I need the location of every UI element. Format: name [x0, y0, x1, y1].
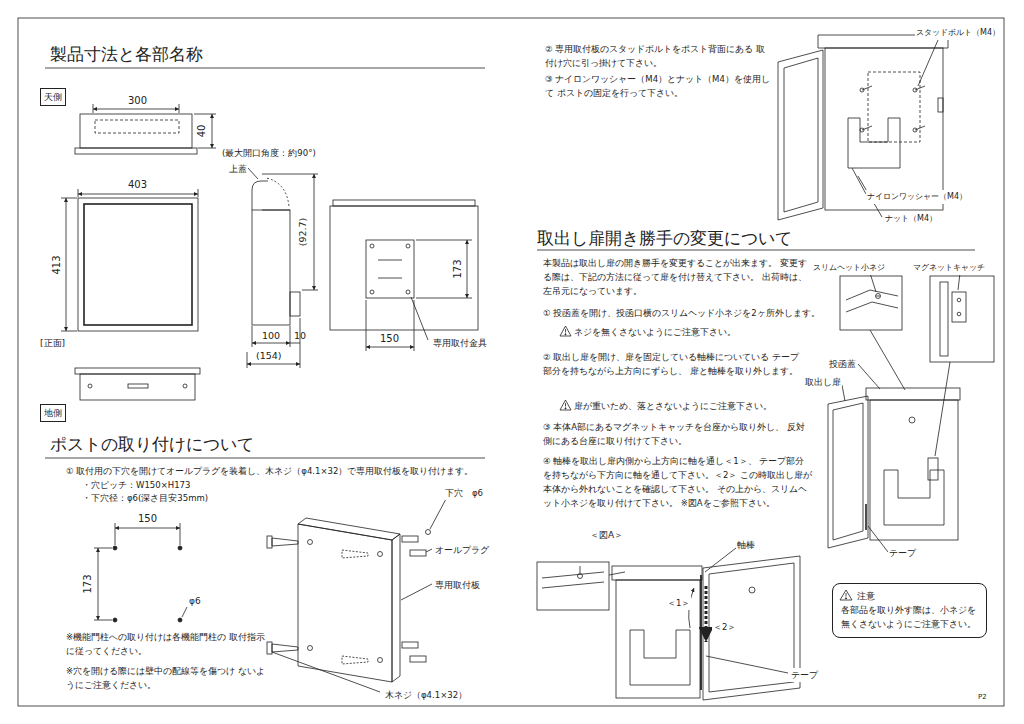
dimension: 300: [128, 94, 147, 108]
spec: ・穴ピッチ：W150×H173: [82, 478, 190, 492]
part-name: テープ: [888, 546, 917, 560]
caution-text: 各部品を取り外す際は、小ネジを 無くさないようにご注意下さい。: [841, 603, 978, 631]
dimension: φ6: [188, 594, 202, 608]
part-name: 専用取付板: [434, 578, 481, 592]
hole-pattern: [94, 523, 187, 622]
instruction: ② 専用取付板のスタッドボルトをポスト背面にある 取付け穴に引っ掛けて下さい。: [545, 42, 773, 70]
heading-rule: [45, 458, 485, 459]
instruction: ③ 本体A部にあるマグネットキャッチを台座から取り外し、 反対側にある台座に取り…: [543, 420, 805, 448]
caution-box: 注意各部品を取り外す際は、小ネジを 無くさないようにご注意下さい。: [832, 583, 987, 638]
part-name: ナイロンワッシャー（M4）: [866, 190, 968, 204]
warning: 扉が重いため、落とさないようにご注意下さい。: [574, 399, 772, 413]
instruction: ① 投函蓋を開け、投函口横のスリムヘッド小ネジを2ヶ所外します。: [543, 306, 820, 320]
view-label: [正面]: [40, 336, 65, 350]
section-heading: ポストの取り付けについて: [50, 434, 254, 455]
dimension: 403: [128, 178, 147, 192]
dimension: 150: [380, 332, 399, 346]
dimension: 100: [262, 329, 280, 343]
part-name: マグネットキャッチ: [912, 261, 986, 275]
bottom-view: [75, 368, 200, 400]
figure-label: ＜図A＞: [590, 528, 623, 542]
view-label-box: 天側: [40, 88, 66, 106]
heading-rule: [45, 68, 485, 69]
dimension: 40: [196, 125, 207, 138]
callout-number: ＜2＞: [712, 620, 737, 634]
warning: ネジを無くさないようにご注意下さい。: [574, 325, 736, 339]
heading-rule: [537, 250, 975, 251]
dimension: 150: [138, 512, 157, 526]
dimension: 173: [452, 259, 463, 278]
dimension: (154): [256, 349, 282, 363]
view-label: 天側: [44, 90, 62, 104]
note: (最大開口角度：約90°): [222, 146, 316, 160]
spec: ・下穴径：φ6(深さ目安35mm): [82, 491, 208, 505]
part-name: 軸棒: [736, 538, 756, 552]
part-name: テープ: [790, 668, 819, 682]
section-heading: 製品寸法と各部名称: [50, 44, 203, 65]
view-label-box: 地側: [40, 404, 66, 422]
instruction: ① 取付用の下穴を開けてオールプラグを装着し、木ネジ（φ4.1×32）で専用取付…: [66, 464, 536, 478]
page-frame: [18, 18, 1004, 706]
dimension: 173: [82, 574, 93, 593]
figure-a: [537, 548, 800, 700]
side-view: [247, 168, 318, 368]
part-name: スタッドボルト（M4）: [915, 26, 1001, 40]
mounting-plate: [267, 499, 446, 692]
part-name: 上蓋: [228, 162, 248, 176]
dimension: (92.7): [298, 218, 308, 247]
view-label: 地側: [44, 406, 62, 420]
door-change-figure: [828, 273, 994, 552]
front-view: [61, 189, 198, 331]
callout-number: ＜1＞: [666, 596, 691, 610]
part-name: 取出し扉: [804, 375, 842, 389]
part-name: ナット（M4）: [884, 212, 938, 226]
part-name: 下穴 φ6: [444, 486, 484, 500]
rear-view: [330, 200, 478, 351]
dimension: 413: [51, 255, 62, 274]
section-heading: 取出し扉開き勝手の変更について: [537, 228, 792, 249]
instruction: ③ ナイロンワッシャー（M4）とナット（M4）を使用して ポストの固定を行って下…: [545, 72, 773, 100]
part-name: 投函蓋: [828, 357, 857, 371]
page-number: P2: [978, 690, 987, 704]
part-name: オールプラグ: [434, 543, 490, 557]
top-view: [75, 104, 216, 154]
dimension: 10: [294, 329, 306, 343]
instruction: ② 取出し扉を開け、扉を固定している軸棒についている テープ部分を持ちながら上方…: [543, 350, 808, 378]
note: ※機能門柱への取り付けは各機能門柱の 取付指示に従ってください。: [66, 630, 271, 658]
instruction: 本製品は取出し扉の開き勝手を変更することが出来ます。 変更する際は、下記の方法に…: [543, 256, 808, 298]
instruction: ④ 軸棒を取出し扉内側から上方向に軸を通し＜1＞、 テープ部分を持ちながら下方向…: [543, 454, 813, 510]
caution-heading: 注意: [857, 589, 978, 603]
part-name: スリムヘット小ネジ: [812, 261, 886, 275]
part-name: 木ネジ（φ4.1×32）: [384, 688, 468, 702]
note: ※穴を開ける際には壁中の配線等を傷つけ ないようにご注意ください。: [66, 664, 271, 692]
part-name: 専用取付金具: [432, 336, 488, 350]
